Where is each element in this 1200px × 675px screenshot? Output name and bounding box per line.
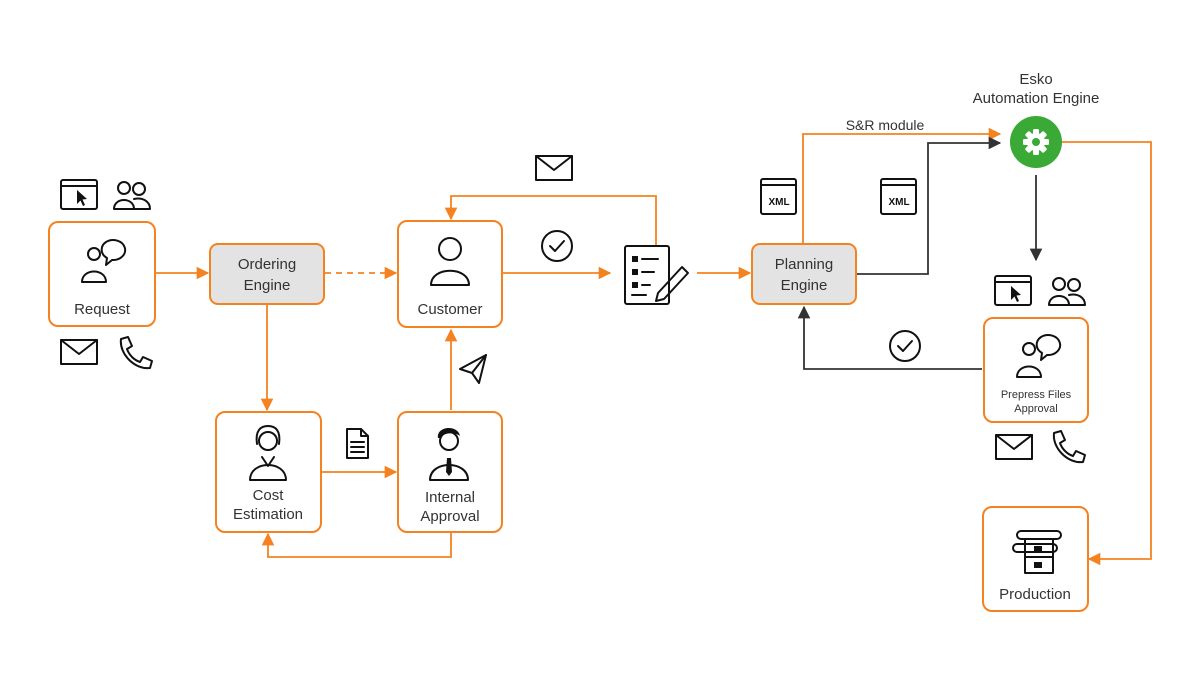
- internal-approval-label-line1: Internal: [425, 489, 475, 506]
- production-label: Production: [999, 586, 1071, 603]
- gear-icon: [1023, 129, 1049, 155]
- phone-icon: [1052, 430, 1086, 464]
- envelope-icon: [995, 434, 1033, 460]
- automation-engine-node[interactable]: Esko Automation Engine: [973, 71, 1100, 168]
- request-node[interactable]: Request: [48, 221, 156, 327]
- planning-engine-label-line1: Planning: [775, 256, 833, 273]
- sr-module-label: S&R module: [846, 117, 925, 133]
- edge-internal-to-cost: [261, 532, 452, 558]
- cost-estimation-label-line2: Estimation: [233, 506, 303, 523]
- businessman-icon: [429, 427, 469, 481]
- browser-cursor-icon: [60, 179, 98, 210]
- automation-engine-label-line2: Automation Engine: [973, 90, 1100, 107]
- edge-planning-to-automation-sr: [802, 127, 1002, 243]
- document-icon: [346, 428, 369, 459]
- woman-icon: [249, 425, 287, 481]
- internal-approval-label-line2: Approval: [420, 508, 479, 525]
- edge-planning-to-automation-xml: [857, 136, 1002, 275]
- customer-node[interactable]: Customer: [397, 220, 503, 328]
- request-label: Request: [74, 301, 131, 318]
- checklist-pencil-icon: [624, 245, 689, 305]
- prepress-approval-node[interactable]: Prepress Files Approval: [983, 317, 1089, 423]
- cost-estimation-node[interactable]: Cost Estimation: [215, 411, 322, 533]
- prepress-label-line1: Prepress Files: [1001, 389, 1072, 401]
- users-icon: [1048, 277, 1086, 306]
- printing-press-icon: [1012, 530, 1062, 574]
- internal-approval-node[interactable]: Internal Approval: [397, 411, 503, 533]
- automation-engine-label-line1: Esko: [1019, 71, 1052, 88]
- planning-engine-label-line2: Engine: [781, 277, 828, 294]
- person-speech-icon: [1016, 334, 1062, 378]
- xml-file-icon: XML: [760, 178, 797, 215]
- xml-badge-text: XML: [888, 197, 909, 208]
- envelope-icon: [535, 155, 573, 181]
- person-icon: [430, 237, 470, 286]
- envelope-icon: [60, 339, 98, 365]
- ordering-engine-label-line1: Ordering: [238, 256, 296, 273]
- checkmark-icon: [541, 230, 573, 262]
- paper-plane-icon: [459, 354, 487, 384]
- ordering-engine-label-line2: Engine: [244, 277, 291, 294]
- connectors: [155, 127, 1152, 566]
- browser-cursor-icon: [994, 275, 1032, 306]
- planning-engine-node[interactable]: Planning Engine: [751, 243, 857, 305]
- ordering-engine-node[interactable]: Ordering Engine: [209, 243, 325, 305]
- customer-label: Customer: [417, 301, 482, 318]
- prepress-label-line2: Approval: [1014, 403, 1057, 415]
- edge-prepress-to-planning: [797, 305, 982, 370]
- xml-badge-text: XML: [768, 197, 789, 208]
- production-node[interactable]: Production: [982, 506, 1089, 612]
- person-speech-icon: [81, 239, 127, 283]
- phone-icon: [119, 336, 153, 370]
- edge-automation-to-production: [1062, 141, 1152, 566]
- edge-checklist-to-customer: [444, 195, 657, 245]
- checkmark-icon: [889, 330, 921, 362]
- xml-file-icon: XML: [880, 178, 917, 215]
- users-icon: [113, 181, 151, 210]
- cost-estimation-label-line1: Cost: [253, 487, 285, 504]
